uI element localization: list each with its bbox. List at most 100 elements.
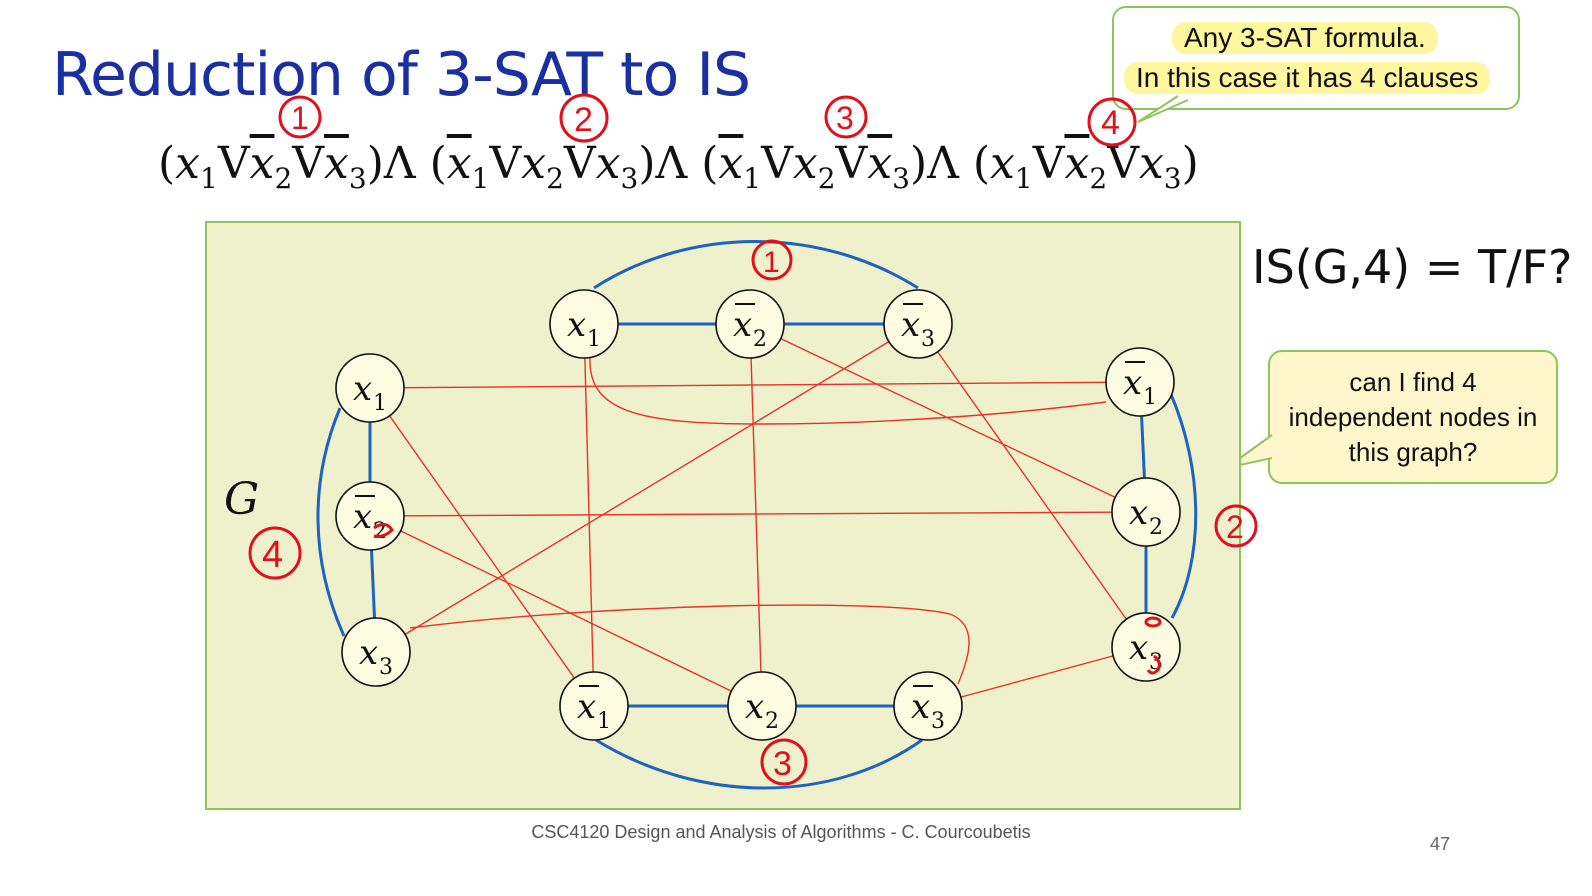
node-label: x <box>901 305 920 345</box>
red-edges <box>389 337 1127 698</box>
clause-1: (x1Vx2Vx3) <box>158 138 384 195</box>
graph-mark-3: 3 <box>773 745 792 783</box>
literal: x1 <box>990 138 1033 195</box>
node-circle <box>1111 612 1181 682</box>
literal: x2 <box>1064 138 1108 195</box>
literal: x1 <box>446 138 490 195</box>
node-circle <box>335 481 405 551</box>
node-label: x <box>577 687 596 727</box>
node-subscript: 1 <box>1143 385 1157 410</box>
red-edge-b3-r3 <box>960 655 1114 698</box>
node-subscript: 3 <box>1149 650 1163 675</box>
clause-3: (x1Vx2Vx3) <box>701 138 928 195</box>
graph-panel <box>205 221 1241 810</box>
node-circle <box>883 289 953 359</box>
node-label: x <box>1129 493 1148 533</box>
footer: CSC4120 Design and Analysis of Algorithm… <box>531 822 1031 842</box>
node-label: x <box>353 369 372 409</box>
blue-edge-r1-r2 <box>1140 415 1146 479</box>
graph-mark-4: 4 <box>262 534 283 576</box>
red-edge-l1-r1 <box>403 381 1107 389</box>
and-operator: Λ <box>927 138 973 189</box>
node-subscript: 2 <box>1149 515 1163 540</box>
or-operator: V <box>1032 138 1065 189</box>
or-operator: V <box>217 138 250 189</box>
callout-side: can I find 4 independent nodes in this g… <box>1268 350 1558 484</box>
blue-edge-l2-l3 <box>369 549 377 619</box>
callout-top-line1: Any 3-SAT formula. <box>1172 22 1438 54</box>
graph-mark-3-circle <box>760 738 808 786</box>
callout-top: Any 3-SAT formula. In this case it has 4… <box>1112 6 1520 110</box>
is-question: IS(G,4) = T/F? <box>1252 240 1573 294</box>
literal: x1 <box>718 138 762 195</box>
callout-side-text: can I find 4 independent nodes in this g… <box>1288 366 1538 467</box>
node-label: x <box>353 497 372 537</box>
node-label: x <box>1129 628 1148 668</box>
and-operator: Λ <box>655 138 702 189</box>
literal: x3 <box>324 138 367 195</box>
node-circle <box>549 289 619 359</box>
graph-mark-4-circle <box>248 526 302 580</box>
literal: x2 <box>792 138 836 195</box>
callout-side-tail <box>1225 434 1273 469</box>
red-edge-t2-b2 <box>750 357 762 673</box>
formula-mark-3-circle <box>824 95 868 139</box>
node-label: x <box>1123 363 1142 403</box>
graph-mark-1: 1 <box>763 246 780 279</box>
red-edge-l3-b3 <box>409 604 970 685</box>
or-operator: V <box>563 138 596 189</box>
node-subscript: 2 <box>753 327 767 352</box>
red-edge-l2-r2 <box>403 511 1113 517</box>
node-subscript: 2 <box>765 709 779 734</box>
scribble-l2 <box>373 523 394 538</box>
blue-edge-b1-b3 <box>595 738 923 790</box>
node-label: x <box>911 687 930 727</box>
literal: x3 <box>595 138 639 195</box>
node-subscript: 1 <box>587 327 601 352</box>
red-edge-l2-b2 <box>400 530 732 692</box>
graph-clause-marks <box>248 239 1258 786</box>
node-circle <box>335 353 405 423</box>
and-operator: Λ <box>383 138 430 189</box>
node-circle <box>1105 347 1175 417</box>
red-edge-t1-r1 <box>589 357 1107 425</box>
graph-mark-2: 2 <box>1226 509 1244 545</box>
node-label: x <box>359 633 378 673</box>
blue-edge-l1-l3 <box>316 407 346 637</box>
literal: x2 <box>521 138 564 195</box>
clause-2: (x1Vx2Vx3) <box>429 138 656 195</box>
clause-4: (x1Vx2Vx3) <box>972 138 1199 195</box>
literal: x3 <box>867 138 910 195</box>
formula: (x1Vx2Vx3)Λ (x1Vx2Vx3)Λ (x1Vx2Vx3)Λ (x1V… <box>158 138 1199 195</box>
callout-top-line2: In this case it has 4 clauses <box>1124 62 1491 94</box>
formula-mark-3: 3 <box>836 100 854 136</box>
red-edge-t2-r2 <box>780 337 1116 499</box>
red-edge-l3-t3 <box>404 341 890 635</box>
red-edge-t1-b1 <box>584 357 594 673</box>
node-circle <box>715 289 785 359</box>
literal: x3 <box>1138 138 1182 195</box>
node-label: x <box>733 305 752 345</box>
or-operator: V <box>1107 138 1139 189</box>
literal: x2 <box>249 138 293 195</box>
or-operator: V <box>292 138 325 189</box>
slide-title: Reduction of 3-SAT to IS <box>52 40 751 110</box>
scribble-r3 <box>1144 616 1162 675</box>
page-number: 47 <box>1430 834 1451 854</box>
node-label: x <box>745 687 764 727</box>
or-operator: V <box>835 138 868 189</box>
or-operator: V <box>761 138 793 189</box>
node-subscript: 3 <box>931 709 945 734</box>
